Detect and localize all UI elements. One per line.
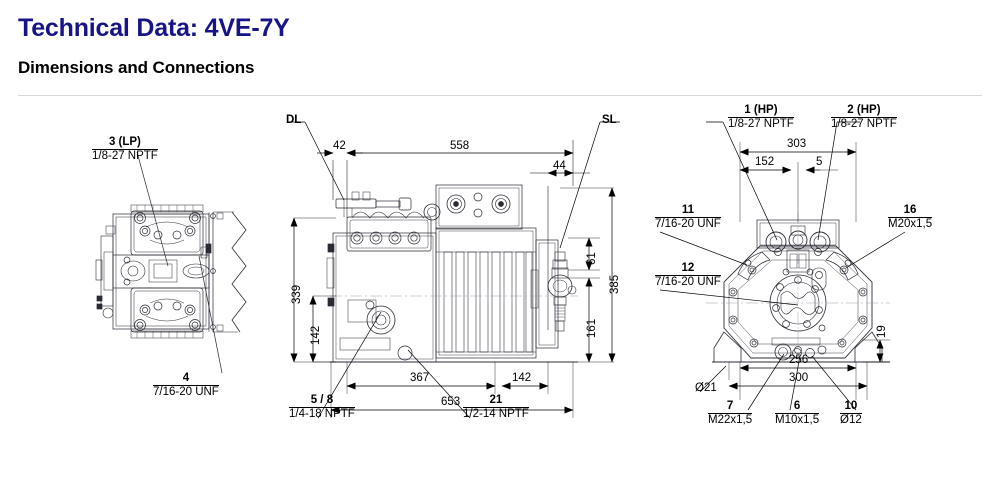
dim-558: 558 xyxy=(450,140,470,152)
dim-142-vertical: 142 xyxy=(310,325,322,345)
dim-44: 44 xyxy=(553,160,566,172)
left-view-geometry xyxy=(95,204,247,339)
dimensions-drawing: 3 (LP) 1/8-27 NPTF 4 7/16-20 UNF DL SL 5… xyxy=(0,100,1000,484)
dim-42: 42 xyxy=(333,140,346,152)
callout-10: 10 Ø12 xyxy=(840,400,862,426)
right-view-leaders xyxy=(659,121,906,411)
page-title: Technical Data: 4VE-7Y xyxy=(18,14,290,42)
dim-367: 367 xyxy=(410,372,430,384)
middle-view-geometry xyxy=(326,184,578,363)
callout-3-lp: 3 (LP) 1/8-27 NPTF xyxy=(92,136,158,162)
dim-142-horizontal: 142 xyxy=(512,372,532,384)
page-subtitle: Dimensions and Connections xyxy=(18,58,255,77)
dim-5: 5 xyxy=(816,156,823,168)
callout-1-hp: 1 (HP) 1/8-27 NPTF xyxy=(728,104,794,130)
left-view-leaders xyxy=(136,151,223,374)
callout-11: 11 7/16-20 UNF xyxy=(655,204,721,230)
right-view-dimensions xyxy=(728,142,890,400)
callout-7: 7 M22x1,5 xyxy=(708,400,753,426)
dim-303: 303 xyxy=(787,138,807,150)
dim-256: 256 xyxy=(789,354,809,366)
dim-19: 19 xyxy=(876,325,888,338)
middle-view-dimensions xyxy=(290,140,616,418)
drawing-canvas xyxy=(95,121,906,419)
dim-339: 339 xyxy=(291,284,303,304)
middle-view-leaders xyxy=(288,121,620,419)
dim-300: 300 xyxy=(789,372,809,384)
callout-21: 21 1/2-14 NPTF xyxy=(463,394,529,420)
right-view-geometry xyxy=(706,212,890,368)
callout-6: 6 M10x1,5 xyxy=(775,400,820,426)
dim-dia21: Ø21 xyxy=(695,382,717,394)
callout-16: 16 M20x1,5 xyxy=(888,204,933,230)
callout-4: 4 7/16-20 UNF xyxy=(153,372,219,398)
dim-161: 161 xyxy=(586,318,598,338)
dim-653: 653 xyxy=(441,396,461,408)
callout-5-8: 5 / 8 1/4-18 NPTF xyxy=(289,394,355,420)
port-label-sl: SL xyxy=(602,114,617,126)
port-label-dl: DL xyxy=(286,114,302,126)
callout-2-hp: 2 (HP) 1/8-27 NPTF xyxy=(831,104,897,130)
header-divider xyxy=(18,95,982,96)
dim-152: 152 xyxy=(755,156,775,168)
dim-385: 385 xyxy=(609,274,621,294)
dim-61: 61 xyxy=(586,252,598,265)
callout-12: 12 7/16-20 UNF xyxy=(655,262,721,288)
